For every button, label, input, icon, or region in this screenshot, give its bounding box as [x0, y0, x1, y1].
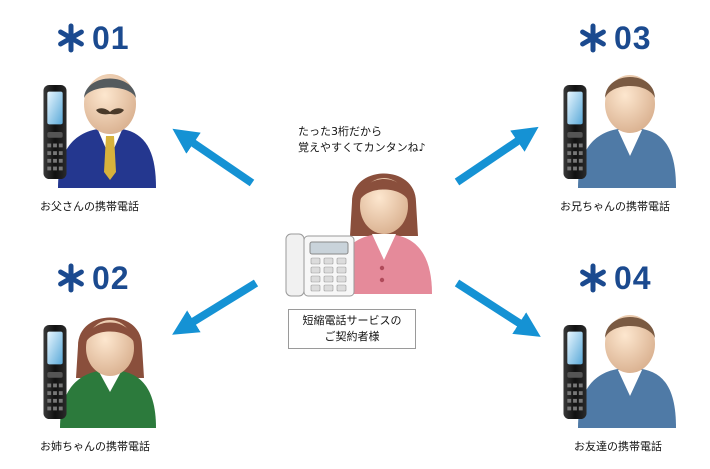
speech-line-1: たった3桁だから — [298, 125, 382, 138]
mobile-phone-icon — [563, 84, 587, 180]
asterisk-icon — [56, 263, 86, 293]
mobile-phone-icon — [563, 324, 587, 420]
arrow-to-02 — [172, 279, 259, 335]
friend-body — [578, 368, 676, 428]
contact-code-01: 01 — [56, 18, 130, 58]
mobile-phone-icon — [43, 324, 67, 420]
speech-line-2: 覚えやすくてカンタンね♪ — [298, 141, 426, 154]
sister-avatar — [43, 317, 156, 428]
subscriber-body — [334, 234, 432, 294]
subscriber-label-line-2: ご契約者様 — [324, 330, 380, 343]
father-avatar — [43, 74, 156, 188]
contact-code-label: 02 — [92, 259, 130, 296]
contact-code-label: 04 — [614, 259, 652, 296]
desk-phone-icon — [285, 233, 355, 297]
contact-code-label: 01 — [92, 19, 130, 56]
subscriber-label-line-1: 短縮電話サービスの — [302, 314, 402, 327]
brother-body — [578, 128, 676, 188]
brother-avatar — [563, 75, 676, 188]
subscriber-label-box: 短縮電話サービスの ご契約者様 — [288, 309, 416, 349]
arrow-to-03 — [454, 126, 539, 186]
contact-code-label: 03 — [614, 19, 652, 56]
arrow-to-01 — [172, 128, 255, 187]
asterisk-icon — [578, 263, 608, 293]
subscriber-avatar — [285, 173, 432, 297]
asterisk-icon — [578, 23, 608, 53]
contact-caption-04: お友達の携帯電話 — [574, 440, 662, 453]
contact-code-02: 02 — [56, 258, 130, 298]
mobile-phone-icon — [43, 84, 67, 180]
friend-avatar — [563, 315, 676, 428]
asterisk-icon — [56, 23, 86, 53]
contact-code-04: 04 — [578, 258, 652, 298]
sister-body — [60, 370, 156, 428]
contact-code-03: 03 — [578, 18, 652, 58]
contact-caption-02: お姉ちゃんの携帯電話 — [40, 440, 150, 453]
arrow-to-04 — [454, 279, 541, 337]
contact-caption-03: お兄ちゃんの携帯電話 — [560, 200, 670, 213]
contact-caption-01: お父さんの携帯電話 — [40, 200, 139, 213]
subscriber-speech: たった3桁だから 覚えやすくてカンタンね♪ — [298, 124, 426, 156]
